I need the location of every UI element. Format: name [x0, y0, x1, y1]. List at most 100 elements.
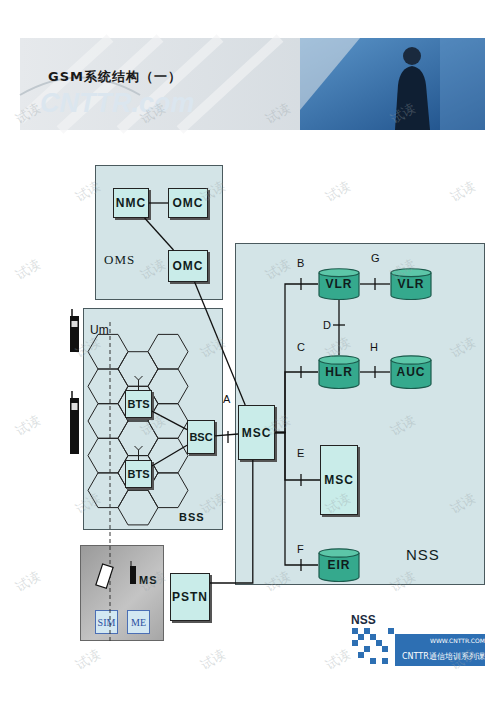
cell-hexagon: [148, 438, 188, 473]
node-label: BSS: [179, 511, 205, 523]
node-label: VLR: [398, 277, 425, 291]
cell-hexagon: [118, 490, 158, 525]
group-region: BSS BTS BTS BSC: [83, 308, 223, 530]
cell-hexagon: [148, 369, 188, 404]
cell-hexagon: [118, 386, 158, 421]
watermark-text: 试读: [12, 256, 44, 285]
watermark-text: 试读: [72, 646, 104, 675]
cell-hexagon: [88, 473, 128, 508]
watermark-text: 试读: [322, 646, 354, 675]
watermark-logo: CNTTR.com: [40, 88, 195, 119]
cell-hexagon: [148, 404, 188, 439]
database-cylinder: VLR: [318, 268, 360, 300]
node-label: MSC: [242, 426, 272, 440]
cylinder-top: [391, 356, 431, 364]
network-element-box: MSC: [320, 445, 358, 515]
header-band: [20, 38, 485, 130]
node-label: SIM: [98, 617, 116, 628]
person-head: [403, 47, 421, 65]
cell-hexagon: [88, 334, 128, 369]
logo-slogan: CNTTR通信培训系列课程: [402, 651, 493, 662]
interface-label: Um: [90, 323, 109, 337]
node-label: MS: [139, 574, 158, 586]
node-label: MSC: [324, 473, 354, 487]
cylinder-top: [319, 269, 359, 277]
interface-label: F: [297, 543, 304, 555]
mobile-station-box: MS SIM ME: [80, 545, 164, 641]
interface-label: A: [223, 393, 230, 405]
bts-antenna: [135, 446, 143, 460]
database-cylinder: AUC: [390, 355, 432, 389]
phone-screen: [72, 403, 78, 410]
logo-band: [395, 634, 485, 666]
cell-hexagon: [88, 404, 128, 439]
network-element-box: MSC: [238, 405, 275, 460]
cell-hexagon: [148, 334, 188, 369]
interface-label: E: [297, 447, 304, 459]
node-label: BTS: [128, 468, 150, 480]
node-label: AUC: [397, 365, 426, 379]
interface-label: C: [297, 341, 305, 353]
watermark-text: 试读: [12, 568, 44, 597]
logo-text: NSS: [351, 613, 376, 627]
interface-label: D: [323, 319, 331, 331]
network-element-box: BTS: [125, 460, 152, 488]
node-label: NSS: [406, 546, 440, 563]
group-region: NSS VLR VLR HLR AUC MSC MSC EIR: [235, 243, 485, 585]
interface-label: H: [370, 341, 378, 353]
logo-checker: [352, 628, 394, 664]
network-element-box: NMC: [113, 188, 149, 218]
node-label: VLR: [326, 277, 353, 291]
node-label: HLR: [325, 365, 353, 379]
group-region: OMS NMC OMC OMC: [95, 165, 223, 300]
slide-title: GSM系统结构（一）: [48, 68, 182, 86]
node-label: OMC: [173, 196, 204, 210]
network-element-box: ME: [127, 610, 150, 634]
logo-url: WWW.CNTTR.COM: [430, 637, 485, 644]
header-photo-edge: [300, 38, 360, 110]
header-stripes: [20, 38, 280, 130]
database-cylinder: HLR: [318, 355, 360, 389]
network-element-box: OMC: [168, 188, 208, 218]
header-photo: [300, 38, 485, 130]
interface-label: B: [297, 257, 304, 269]
person-silhouette: [395, 66, 430, 130]
node-label: OMS: [104, 252, 135, 268]
network-element-box: BSC: [187, 420, 215, 454]
cylinder-top: [319, 549, 359, 557]
mobile-phone: [70, 398, 79, 454]
watermark-text: 试读: [447, 178, 479, 207]
header-light: [440, 38, 485, 130]
interface-label: G: [371, 252, 380, 264]
network-element-box: PSTN: [170, 573, 210, 621]
node-label: NMC: [116, 196, 146, 210]
phone-antenna: [71, 391, 73, 398]
bts-antenna: [135, 376, 143, 390]
cylinder-top: [319, 356, 359, 364]
node-label: BTS: [128, 398, 150, 410]
phone-screen: [72, 321, 78, 327]
cylinder-top: [391, 269, 431, 277]
node-label: ME: [131, 617, 146, 628]
database-cylinder: EIR: [318, 548, 360, 582]
node-label: OMC: [173, 259, 204, 273]
database-cylinder: VLR: [390, 268, 432, 300]
watermark-text: 试读: [12, 412, 44, 441]
node-label: EIR: [327, 558, 350, 572]
cell-hexagon: [148, 473, 188, 508]
network-element-box: BTS: [125, 390, 152, 418]
node-label: PSTN: [172, 590, 208, 604]
cell-hexagon: [118, 456, 158, 491]
cell-hexagon: [88, 369, 128, 404]
watermark-text: 试读: [12, 100, 44, 129]
watermark-text: 试读: [322, 178, 354, 207]
phone-antenna: [71, 309, 73, 316]
watermark-text: 试读: [197, 646, 229, 675]
mobile-phone: [70, 316, 79, 352]
network-element-box: OMC: [168, 250, 208, 282]
network-element-box: SIM: [95, 610, 118, 634]
watermark-text: 试读: [387, 100, 419, 129]
cell-hexagon: [88, 438, 128, 473]
node-label: BSC: [189, 431, 212, 443]
